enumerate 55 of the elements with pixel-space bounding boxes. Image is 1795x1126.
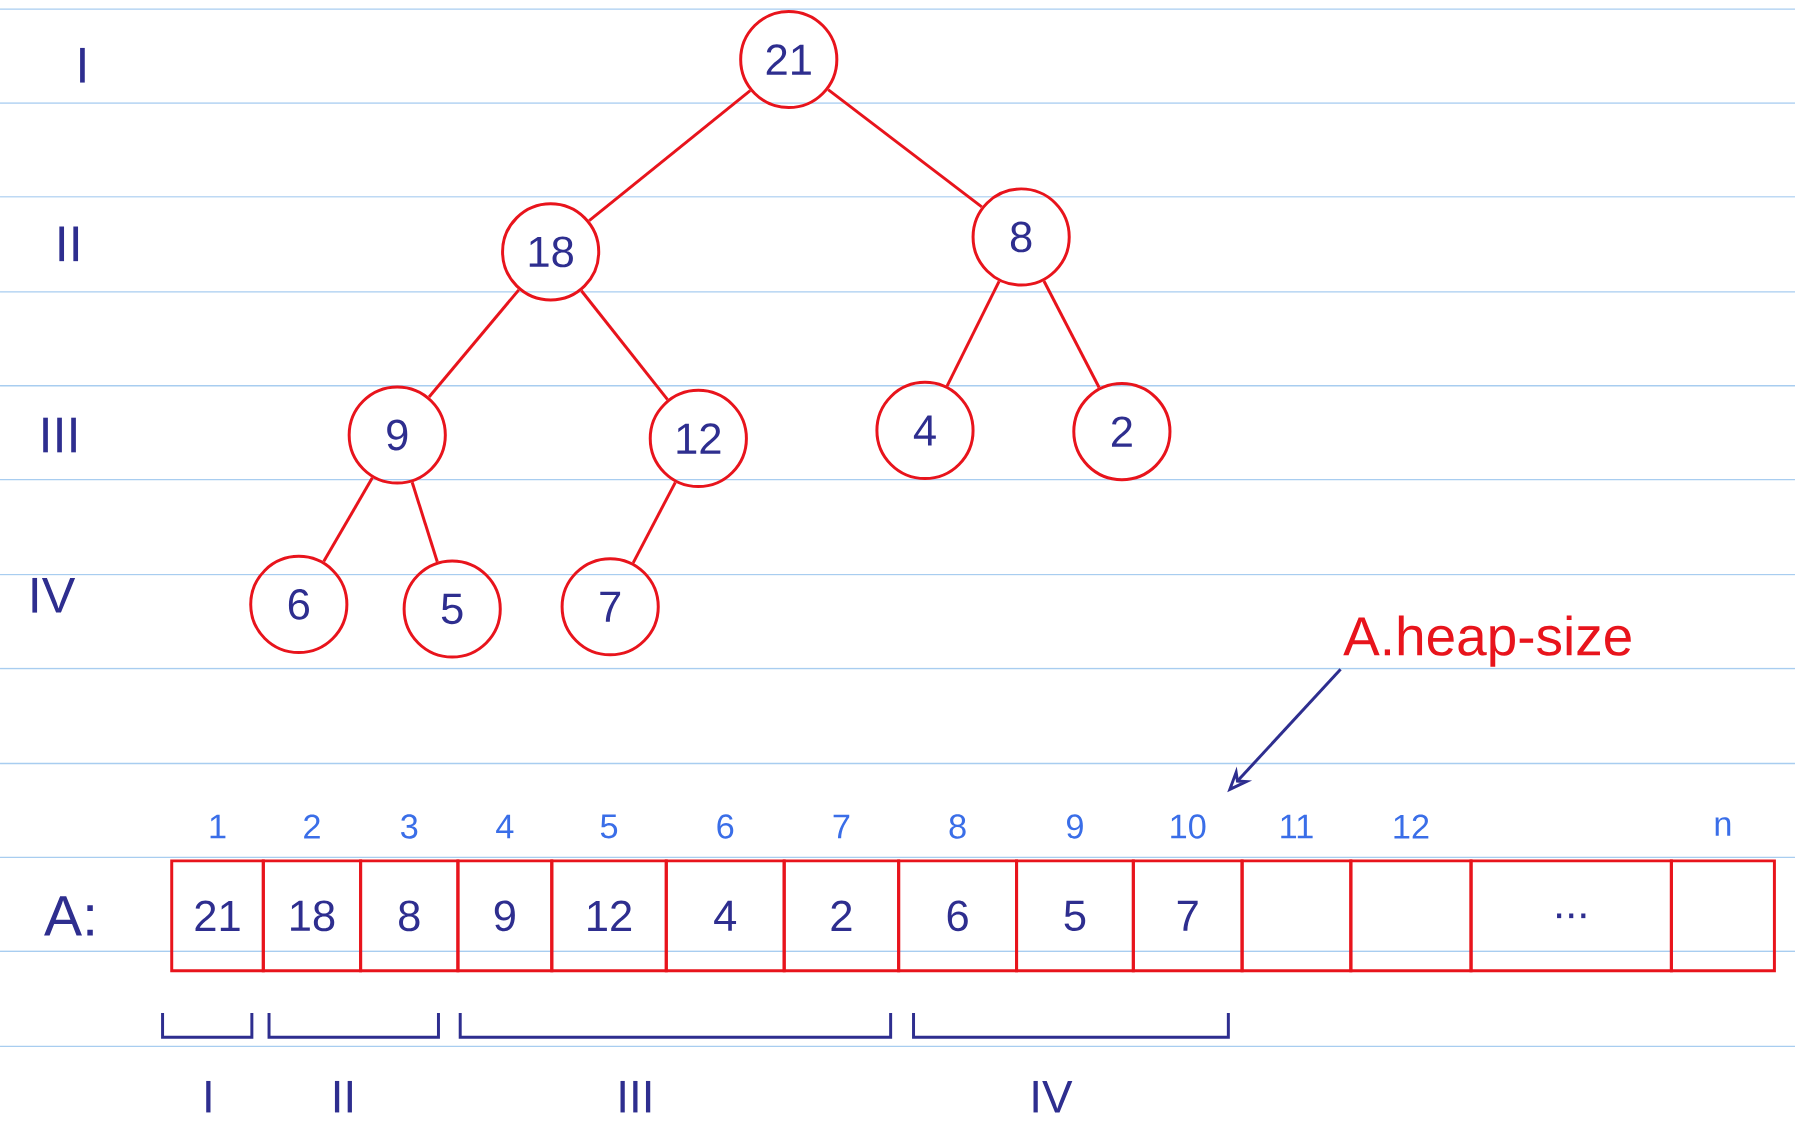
level-label: IV bbox=[32, 577, 76, 613]
array-cell: 18 bbox=[261, 859, 363, 973]
index-label: 8 bbox=[949, 814, 966, 839]
heap-node: 9 bbox=[347, 385, 447, 485]
heap-node: 8 bbox=[971, 187, 1071, 287]
tree-edge bbox=[410, 481, 439, 562]
tree-edge bbox=[322, 476, 374, 563]
tree-edge bbox=[427, 288, 520, 398]
array-cell: 7 bbox=[1131, 859, 1244, 973]
index-label: 2 bbox=[304, 814, 320, 839]
heap-node: 2 bbox=[1072, 381, 1172, 481]
tree-edge bbox=[631, 481, 677, 564]
level-label: II bbox=[59, 226, 79, 261]
array-cell: ... bbox=[1469, 859, 1673, 973]
level-label: II bbox=[334, 1080, 352, 1113]
level-label: III bbox=[620, 1080, 651, 1113]
level-label: IV bbox=[1033, 1080, 1073, 1113]
array-cell: 5 bbox=[1015, 859, 1135, 973]
array-cell: 12 bbox=[550, 859, 668, 973]
index-label: n bbox=[1715, 817, 1731, 836]
level-label: I bbox=[206, 1080, 211, 1113]
array-cell: 21 bbox=[170, 859, 265, 973]
array-cell: 4 bbox=[664, 859, 786, 973]
heap-node: 18 bbox=[501, 202, 601, 302]
array-cell: 9 bbox=[456, 859, 554, 973]
heap-node: 7 bbox=[560, 556, 660, 657]
heap-node: 4 bbox=[875, 380, 975, 480]
heap-node: 6 bbox=[249, 554, 349, 654]
tree-edge bbox=[588, 89, 752, 222]
level-label: I bbox=[80, 47, 85, 83]
index-label: 10 bbox=[1171, 814, 1206, 839]
index-label: 4 bbox=[496, 814, 514, 839]
array-cell bbox=[1669, 859, 1776, 973]
level-label: A: bbox=[44, 895, 93, 936]
array-cell bbox=[1349, 859, 1473, 973]
index-label: 3 bbox=[401, 814, 418, 839]
index-label: 5 bbox=[600, 814, 618, 839]
array-cell: 2 bbox=[782, 859, 901, 973]
annotation-text: A.heap-size bbox=[1343, 615, 1631, 667]
heap-node: 21 bbox=[739, 9, 839, 109]
tree-edge bbox=[945, 280, 1001, 387]
tree-edge bbox=[580, 289, 669, 401]
tree-edge bbox=[1042, 280, 1101, 389]
tree-edge bbox=[827, 88, 983, 208]
heap-node: 5 bbox=[402, 559, 502, 659]
index-label: 11 bbox=[1281, 814, 1313, 839]
index-label: 9 bbox=[1067, 814, 1083, 839]
array-cell: 6 bbox=[897, 859, 1019, 973]
array-cell: 8 bbox=[359, 859, 460, 973]
index-label: 6 bbox=[717, 814, 734, 839]
index-label: 12 bbox=[1394, 814, 1429, 839]
level-label: III bbox=[43, 417, 76, 453]
index-label: 7 bbox=[833, 814, 850, 839]
index-label: 1 bbox=[210, 814, 226, 839]
heap-node: 12 bbox=[648, 388, 748, 488]
